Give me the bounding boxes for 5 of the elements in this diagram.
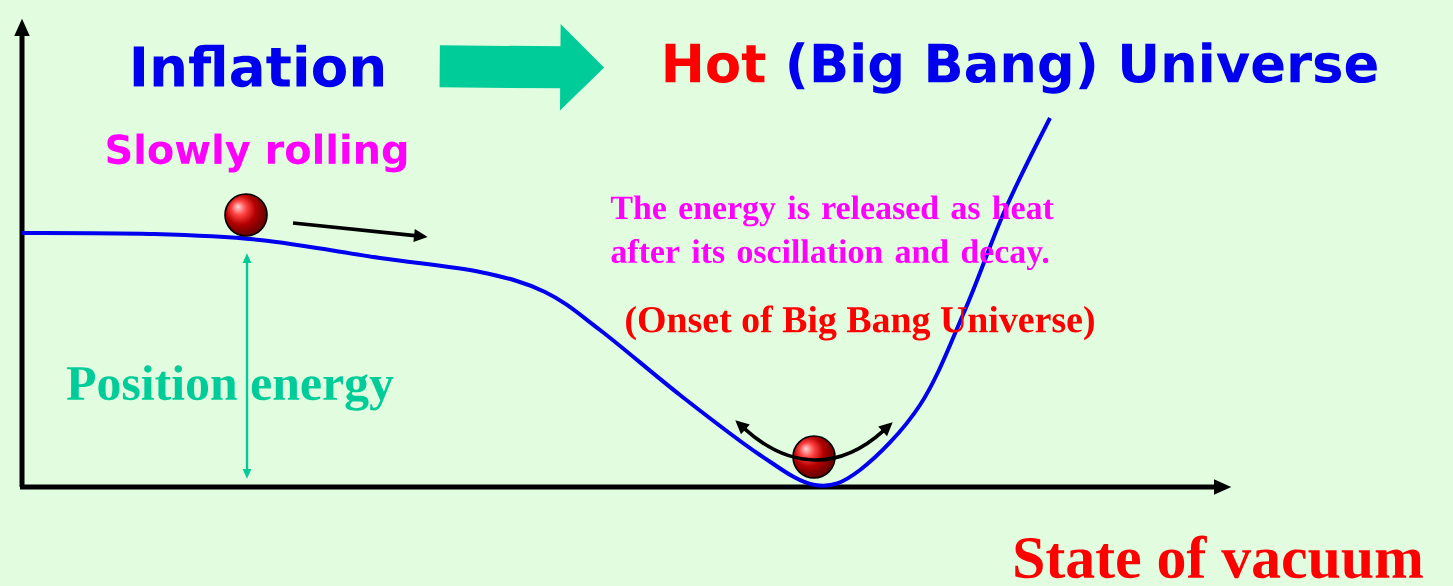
- axis-label: Position energy: [66, 365, 394, 411]
- motion-label: Slowly rolling: [107, 133, 407, 173]
- heading: Inflation: [133, 44, 384, 88]
- heading: Hot (Big Bang) Universe: [665, 42, 1377, 94]
- axis-label: State of vacuum: [1015, 535, 1423, 579]
